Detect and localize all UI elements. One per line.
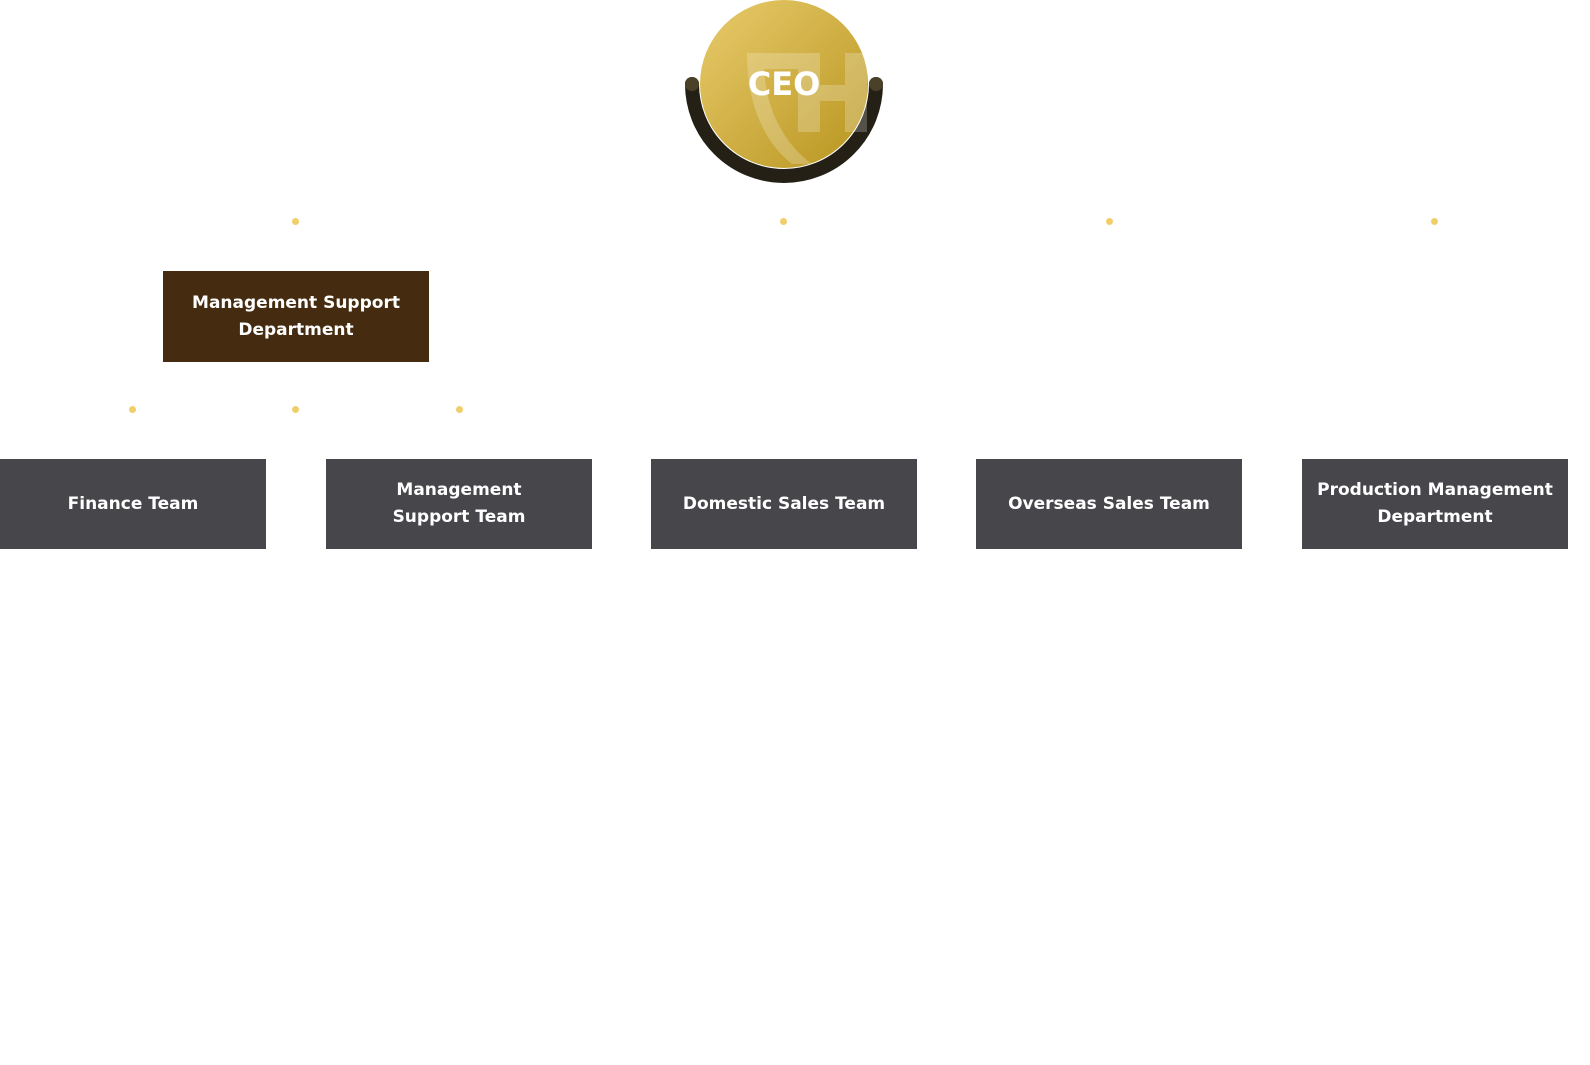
ceo-node[interactable]: CEO — [680, 0, 890, 190]
dept-management-support[interactable]: Management Support Department — [163, 271, 429, 362]
connector-dot — [292, 218, 299, 225]
team-management-support[interactable]: Management Support Team — [326, 459, 592, 549]
logo-watermark-icon — [747, 53, 867, 164]
ceo-circle — [700, 0, 868, 168]
connector-dot — [456, 406, 463, 413]
connector-dot — [1106, 218, 1113, 225]
ceo-ring — [685, 77, 883, 183]
team-finance[interactable]: Finance Team — [0, 459, 266, 549]
connector-dot — [129, 406, 136, 413]
ceo-label: CEO — [748, 65, 821, 103]
connector-dot — [780, 218, 787, 225]
dept-production-management[interactable]: Production Management Department — [1302, 459, 1568, 549]
team-overseas-sales[interactable]: Overseas Sales Team — [976, 459, 1242, 549]
team-domestic-sales[interactable]: Domestic Sales Team — [651, 459, 917, 549]
connector-dot — [292, 406, 299, 413]
connector-dot — [1431, 218, 1438, 225]
